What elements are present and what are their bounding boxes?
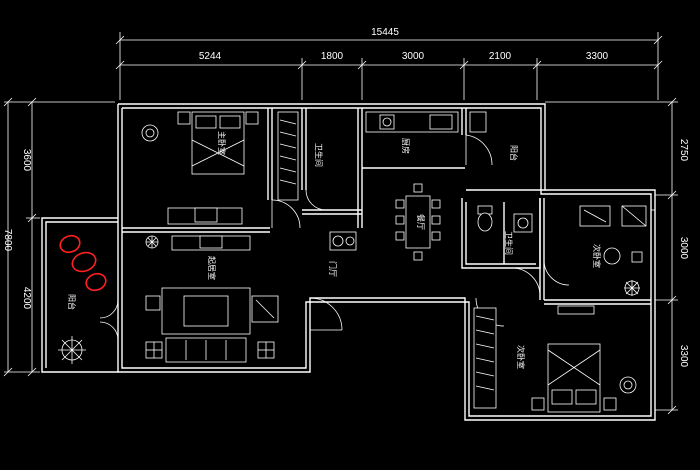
label-bathroom-main: 卫生间 (314, 143, 324, 167)
label-balcony-right: 阳台 (509, 145, 519, 161)
upper-bedroom-window-seat (557, 305, 595, 315)
balcony-red-chairs (59, 234, 107, 292)
kitchen-counter (365, 111, 487, 133)
label-master-bedroom: 主卧室 (217, 131, 227, 155)
living-plant (145, 235, 159, 249)
living-room-tv-cabinet (171, 235, 251, 251)
balcony-plant (58, 336, 86, 364)
dimension-segment-1: 5244 (199, 51, 222, 62)
label-second-bedroom-upper: 次卧室 (592, 244, 602, 268)
dimension-segment-4: 2100 (489, 51, 512, 62)
small-bathroom-fixtures (477, 205, 533, 233)
label-balcony-left: 阳台 (67, 294, 77, 310)
doors (99, 134, 570, 341)
lower-bedroom-bed (531, 343, 637, 413)
label-bathroom-small: 卫生间 (504, 231, 514, 255)
dimension-left-lower: 4200 (21, 287, 32, 310)
master-bedroom-tv-cabinet (167, 207, 243, 225)
label-foyer: 门厅 (328, 261, 338, 277)
left-dimension-lines (3, 97, 115, 377)
top-dimension-lines (115, 32, 663, 100)
right-dimension-lines (545, 97, 678, 415)
living-sofa-set (145, 287, 279, 363)
walls (41, 103, 656, 421)
label-living-room: 起居室 (207, 256, 217, 280)
windows (160, 103, 656, 421)
master-bedroom-chair (141, 124, 159, 142)
dimension-total-width: 15445 (371, 27, 399, 38)
dimension-right-bottom: 3300 (678, 345, 689, 368)
dimension-left-total: 7800 (2, 229, 13, 252)
label-second-bedroom-lower: 次卧室 (516, 345, 526, 369)
dimension-segment-5: 3300 (586, 51, 609, 62)
dimension-left-upper: 3600 (21, 149, 32, 172)
label-kitchen: 厨房 (401, 138, 411, 154)
dimension-right-middle: 3000 (678, 237, 689, 260)
upper-bedroom-desk (579, 205, 647, 265)
dimension-segment-3: 3000 (402, 51, 425, 62)
master-bed (177, 111, 259, 175)
bathroom-fixtures (329, 231, 357, 251)
dimension-right-top: 2750 (678, 139, 689, 162)
upper-bedroom-plant (624, 280, 640, 296)
lower-bedroom-wardrobe (473, 307, 497, 409)
label-dining-room: 餐厅 (416, 214, 425, 230)
dining-table (395, 183, 441, 261)
dimension-segment-2: 1800 (321, 51, 344, 62)
master-bedroom-wardrobe (277, 111, 299, 201)
